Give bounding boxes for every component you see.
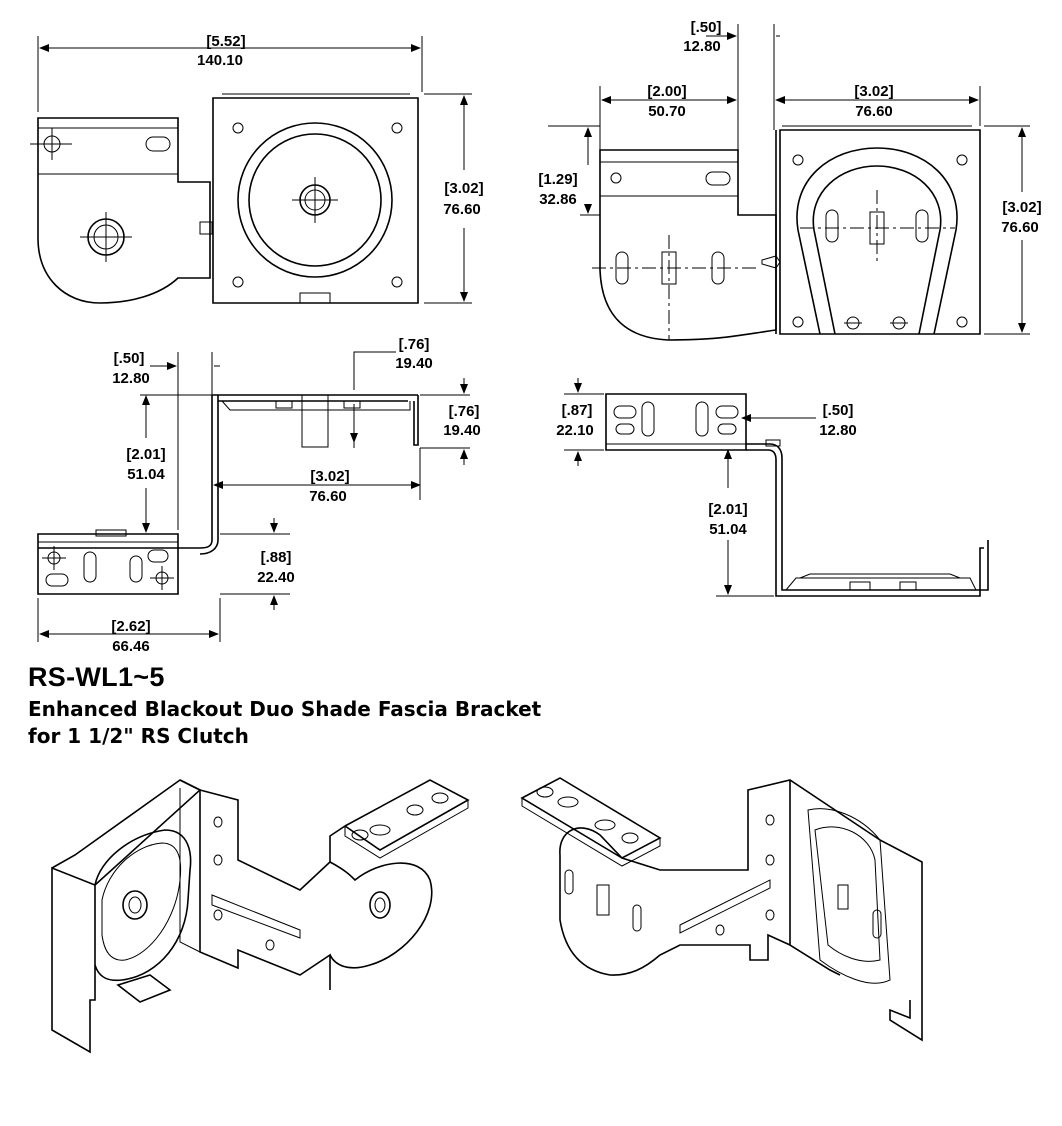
dim-mid-left-tab-in: [.76] [399,336,430,353]
dim-mid-right-drop-mm: 51.04 [709,521,747,538]
dim-mid-left-span-in: [3.02] [310,468,349,485]
product-description-line1: Enhanced Blackout Duo Shade Fascia Brack… [28,697,542,721]
dim-top-right-offset-in: [.50] [691,19,722,36]
top-left-front-view [30,36,472,304]
dim-top-right-arm-in: [2.00] [647,83,686,100]
dim-top-right-offset-mm: 12.80 [683,38,721,55]
dim-top-left-height-mm: 76.60 [443,201,481,218]
dim-top-left-width-mm: 140.10 [197,52,243,69]
dim-top-right-drop-mm: 32.86 [539,191,577,208]
dim-mid-left-drop-mm: 51.04 [127,466,165,483]
dim-mid-left-tab-mm: 19.40 [395,355,433,372]
middle-left-top-view [37,351,470,642]
dim-mid-right-drop-in: [2.01] [708,501,747,518]
dim-mid-left-drop-in: [2.01] [126,446,165,463]
dim-mid-right-offset-mm: 12.80 [819,422,857,439]
dim-mid-left-tab-height-mm: 19.40 [443,422,481,439]
dim-mid-left-base-in: [2.62] [111,618,150,635]
dim-top-right-arm-mm: 50.70 [648,103,686,120]
dim-mid-left-tab-height-in: [.76] [449,403,480,420]
dim-top-right-plate-in: [3.02] [854,83,893,100]
middle-right-side-view [564,378,989,597]
dim-top-left-width-in: [5.52] [206,33,245,50]
product-description-line2: for 1 1/2" RS Clutch [28,724,249,748]
product-model-title: RS-WL1~5 [28,662,165,692]
dim-mid-left-offset-in: [.50] [114,350,145,367]
dim-top-right-height-mm: 76.60 [1001,219,1039,236]
isometric-view-right [520,777,923,1042]
dim-mid-left-base-mm: 66.46 [112,638,150,655]
dim-mid-left-flange-in: [.88] [261,549,292,566]
top-right-rear-view [548,24,1030,341]
dim-mid-right-offset-in: [.50] [823,402,854,419]
dim-mid-left-flange-mm: 22.40 [257,569,295,586]
dim-mid-right-height-in: [.87] [562,402,593,419]
dim-top-right-plate-mm: 76.60 [855,103,893,120]
dim-top-right-height-in: [3.02] [1002,199,1041,216]
isometric-view-left [51,779,470,1054]
dim-mid-left-span-mm: 76.60 [309,488,347,505]
dim-mid-left-offset-mm: 12.80 [112,370,150,387]
dim-top-right-drop-in: [1.29] [538,171,577,188]
dim-top-left-height-in: [3.02] [444,180,483,197]
dim-mid-right-height-mm: 22.10 [556,422,594,439]
